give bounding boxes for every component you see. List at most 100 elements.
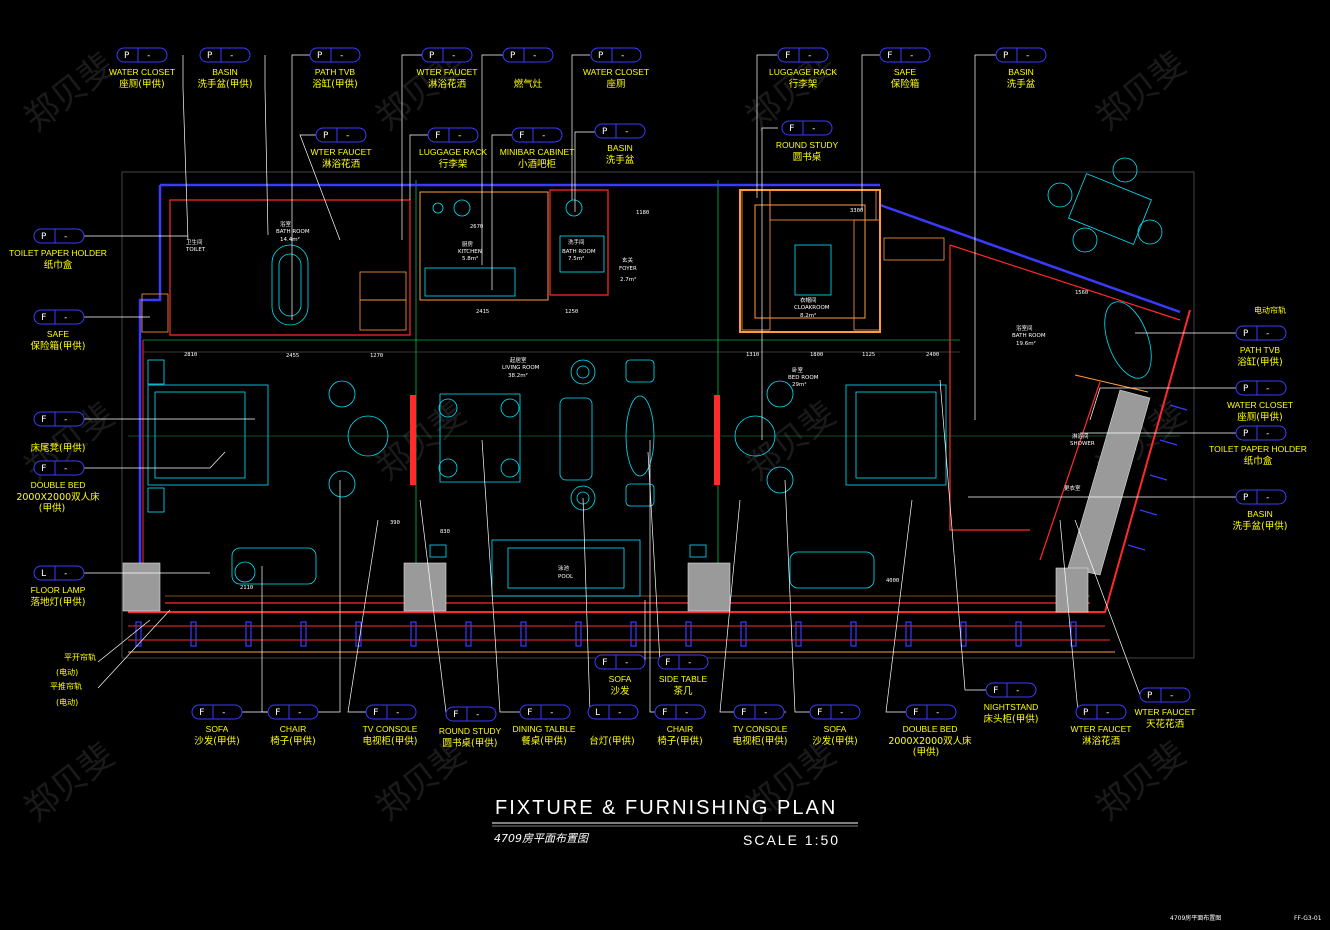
svg-text:29m²: 29m² [792, 381, 807, 388]
svg-text:浴缸(甲供): 浴缸(甲供) [1237, 356, 1282, 368]
svg-text:NIGHTSTAND: NIGHTSTAND [984, 702, 1039, 712]
svg-text:行李架: 行李架 [439, 158, 468, 170]
svg-text:-: - [1105, 708, 1110, 718]
svg-text:BED ROOM: BED ROOM [788, 375, 819, 381]
svg-text:ROUND STUDY: ROUND STUDY [776, 140, 839, 150]
svg-text:CLOAKROOM: CLOAKROOM [794, 305, 830, 311]
svg-text:DINING TALBLE: DINING TALBLE [513, 724, 576, 734]
svg-text:电视柜(甲供): 电视柜(甲供) [363, 735, 418, 747]
svg-text:-: - [63, 313, 68, 323]
svg-text:WATER CLOSET: WATER CLOSET [1227, 400, 1293, 410]
svg-text:P: P [323, 131, 329, 141]
room-name: 淋浴间 [1072, 432, 1089, 440]
svg-text:P: P [510, 51, 516, 61]
svg-text:(甲供): (甲供) [39, 502, 65, 514]
svg-text:落地灯(甲供): 落地灯(甲供) [31, 596, 86, 608]
svg-text:BATH ROOM: BATH ROOM [276, 229, 310, 235]
svg-text:BASIN: BASIN [212, 67, 238, 77]
svg-text:-: - [1265, 329, 1270, 339]
curtain-note: 电动帘轨 [1254, 305, 1286, 315]
svg-text:SHOWER: SHOWER [1070, 441, 1095, 447]
svg-text:-: - [935, 708, 940, 718]
room-name: 玄关 [622, 256, 634, 264]
dimension: 2415 [476, 309, 489, 315]
svg-text:SOFA: SOFA [824, 724, 847, 734]
window-mullions [135, 404, 1188, 647]
svg-text:P: P [429, 51, 435, 61]
svg-text:沙发(甲供): 沙发(甲供) [812, 735, 857, 747]
svg-text:-: - [624, 127, 629, 137]
svg-text:WATER CLOSET: WATER CLOSET [109, 67, 175, 77]
curtain-note: (电动) [56, 667, 78, 677]
dimension: 2810 [184, 352, 197, 358]
dimension: 3300 [850, 208, 863, 214]
svg-text:纸巾盒: 纸巾盒 [44, 259, 73, 271]
svg-text:-: - [63, 232, 68, 242]
svg-text:2000X2000双人床: 2000X2000双人床 [16, 491, 100, 503]
svg-text:P: P [124, 51, 130, 61]
watermark: 郑贝斐 [1089, 44, 1194, 138]
svg-text:-: - [63, 415, 68, 425]
drawing-title: FIXTURE & FURNISHING PLAN [495, 797, 837, 819]
svg-text:SAFE: SAFE [47, 329, 70, 339]
room-name: 洗手间 [568, 238, 585, 246]
svg-text:洗手盆: 洗手盆 [606, 154, 635, 166]
svg-text:F: F [785, 51, 790, 61]
dimension: 1125 [862, 352, 875, 358]
svg-text:F: F [435, 131, 440, 141]
title-block: FIXTURE & FURNISHING PLAN 4709房平面布置图 SCA… [492, 797, 858, 848]
dimension: 2110 [240, 585, 253, 591]
svg-text:保险箱: 保险箱 [891, 78, 920, 90]
svg-text:LIVING ROOM: LIVING ROOM [502, 365, 540, 371]
svg-text:WTER FAUCET: WTER FAUCET [417, 67, 478, 77]
room-name: 卧室 [792, 366, 804, 374]
svg-text:BASIN: BASIN [1247, 509, 1273, 519]
svg-text:PATH TVB: PATH TVB [1240, 345, 1280, 355]
dimension: 4000 [886, 578, 899, 584]
svg-text:座厕: 座厕 [606, 78, 625, 90]
svg-text:TV CONSOLE: TV CONSOLE [733, 724, 788, 734]
room-name: 浴室间 [1016, 324, 1033, 332]
svg-text:POOL: POOL [558, 574, 574, 580]
svg-text:-: - [1025, 51, 1030, 61]
svg-text:DOUBLE BED: DOUBLE BED [31, 480, 86, 490]
room-name: 更衣室 [1064, 484, 1081, 492]
svg-text:F: F [665, 658, 670, 668]
svg-text:-: - [620, 51, 625, 61]
dimension: 2400 [926, 352, 939, 358]
dimension: 390 [390, 520, 400, 526]
svg-text:-: - [839, 708, 844, 718]
svg-text:P: P [1083, 708, 1089, 718]
watermark: 郑贝斐 [369, 394, 474, 488]
svg-text:BATH ROOM: BATH ROOM [562, 249, 596, 255]
svg-text:P: P [1243, 384, 1249, 394]
svg-text:淋浴花洒: 淋浴花洒 [428, 78, 467, 90]
svg-text:F: F [741, 708, 746, 718]
svg-text:-: - [1015, 686, 1020, 696]
svg-text:床尾凳(甲供): 床尾凳(甲供) [31, 442, 86, 454]
svg-text:-: - [532, 51, 537, 61]
svg-text:F: F [199, 708, 204, 718]
svg-text:F: F [41, 464, 46, 474]
svg-text:ROUND STUDY: ROUND STUDY [439, 726, 502, 736]
svg-text:CHAIR: CHAIR [667, 724, 693, 734]
